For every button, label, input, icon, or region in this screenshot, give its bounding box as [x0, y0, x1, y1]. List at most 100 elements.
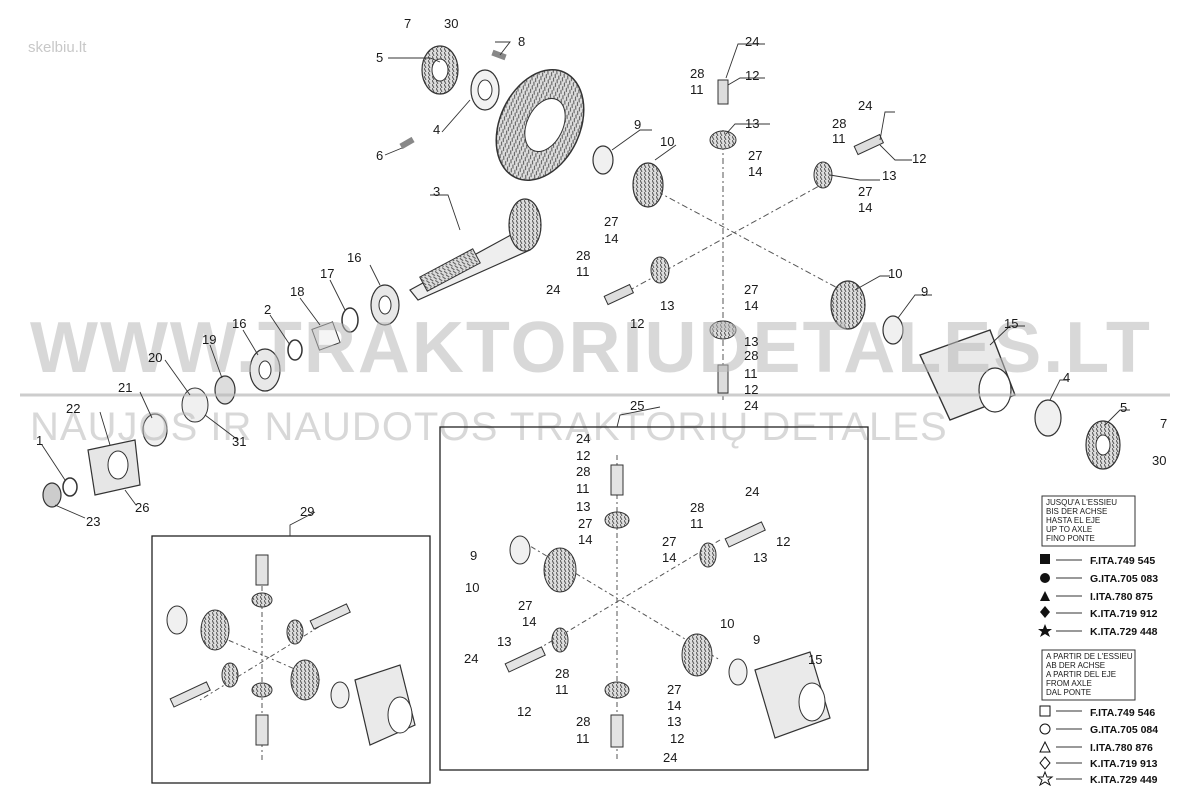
- spacer-18: [311, 321, 341, 351]
- side-gear-10-right: [830, 280, 866, 330]
- legend-from-header-0: A PARTIR DE L'ESSIEU: [1046, 652, 1133, 661]
- inset-label-27-c: 27: [518, 598, 532, 613]
- pin-right: [853, 133, 885, 156]
- washer-9-top: [592, 145, 614, 175]
- inset-label-14-d: 14: [667, 698, 681, 713]
- label-14-c: 14: [604, 231, 618, 246]
- label-30-b: 30: [1152, 453, 1166, 468]
- label-13-a: 13: [745, 116, 759, 131]
- legend-upto-row-1: G.ITA.705 083: [1040, 573, 1158, 585]
- label-5: 5: [376, 50, 383, 65]
- legend-upto-code-3: K.ITA.719 912: [1090, 608, 1158, 620]
- inset-25-labels: 24 12 28 11 13 27 14 24 28 11 12 27 14 1…: [464, 431, 822, 765]
- label-19: 19: [202, 332, 216, 347]
- label-21: 21: [118, 380, 132, 395]
- label-25: 25: [630, 398, 644, 413]
- inset-label-9-b: 9: [753, 632, 760, 647]
- legend-from-axle: A PARTIR DE L'ESSIEU AB DER ACHSE A PART…: [1036, 649, 1158, 787]
- legend-upto-code-2: I.ITA.780 875: [1090, 591, 1153, 603]
- gear-5-right: [1085, 420, 1121, 470]
- inset-label-13-a: 13: [576, 499, 590, 514]
- label-11-b: 11: [832, 131, 846, 146]
- open-circle-icon: [1039, 723, 1051, 735]
- label-28-b: 28: [832, 116, 846, 131]
- label-26: 26: [135, 500, 149, 515]
- bearing-16-upper: [370, 284, 400, 326]
- seal-21: [142, 413, 168, 447]
- legend-upto-header-3: UP TO AXLE: [1046, 525, 1092, 534]
- label-13-c: 13: [660, 298, 674, 313]
- legend-from-header-4: DAL PONTE: [1046, 688, 1091, 697]
- inset-label-11-a: 11: [576, 481, 590, 496]
- label-29: 29: [300, 504, 314, 519]
- inset-label-11-d: 11: [576, 731, 590, 746]
- ring-1: [62, 477, 78, 497]
- filled-triangle-icon: [1040, 591, 1050, 601]
- label-15-a: 15: [1004, 316, 1018, 331]
- pin-top: [717, 79, 729, 105]
- inset-label-27-d: 27: [667, 682, 681, 697]
- label-12-a: 12: [745, 68, 759, 83]
- legend-from-header-3: FROM AXLE: [1046, 679, 1092, 688]
- inset-label-28-d: 28: [576, 714, 590, 729]
- label-18: 18: [290, 284, 304, 299]
- planet-gear-left: [650, 256, 670, 284]
- label-5-b: 5: [1120, 400, 1127, 415]
- label-28-d: 28: [744, 348, 758, 363]
- legend-from-row-3: K.ITA.719 913: [1039, 756, 1158, 770]
- inset-label-11-b: 11: [690, 516, 704, 531]
- label-8: 8: [518, 34, 525, 49]
- label-16-b: 16: [232, 316, 246, 331]
- legend-from-row-4: K.ITA.729 449: [1036, 770, 1158, 787]
- watermark-url: WWW.TRAKTORIUDETALES.LT: [30, 308, 1152, 388]
- inset-label-24-b: 24: [745, 484, 759, 499]
- label-28-c: 28: [576, 248, 590, 263]
- label-14-b: 14: [858, 200, 872, 215]
- bearing-4-right: [1034, 399, 1062, 437]
- label-11-c: 11: [576, 264, 590, 279]
- legend-from-header-2: A PARTIR DEL EJE: [1046, 670, 1116, 679]
- filled-square-icon: [1040, 554, 1050, 564]
- label-24-a: 24: [745, 34, 759, 49]
- inset-label-28-a: 28: [576, 464, 590, 479]
- inset-label-13-c: 13: [497, 634, 511, 649]
- legend-upto-row-0: F.ITA.749 545: [1040, 554, 1155, 567]
- inset-label-12-c: 12: [517, 704, 531, 719]
- legend-upto-header-4: FINO PONTE: [1046, 534, 1095, 543]
- label-30: 30: [444, 16, 458, 31]
- label-4-b: 4: [1063, 370, 1070, 385]
- label-24-b: 24: [858, 98, 872, 113]
- pin-bottom: [717, 364, 729, 394]
- legend-from-code-0: F.ITA.749 546: [1090, 707, 1155, 719]
- label-12-c: 12: [630, 316, 644, 331]
- inset-box-25: [439, 426, 869, 771]
- inset-label-14-c: 14: [522, 614, 536, 629]
- planet-gear-bottom: [709, 320, 737, 340]
- pinion-shaft: [409, 198, 542, 301]
- label-27-b: 27: [858, 184, 872, 199]
- bearing-4-top: [470, 69, 500, 111]
- differential-upper-axes: [629, 130, 861, 400]
- legend-from-code-1: G.ITA.705 084: [1090, 724, 1158, 736]
- gear-5-top: [421, 45, 459, 95]
- filled-circle-icon: [1040, 573, 1050, 583]
- inset-label-12-d: 12: [670, 731, 684, 746]
- open-triangle-icon: [1039, 740, 1051, 753]
- label-28-a: 28: [690, 66, 704, 81]
- inset-label-11-c: 11: [555, 682, 569, 697]
- ring-gear: [495, 69, 585, 181]
- side-gear-10-top: [632, 162, 664, 208]
- inset-label-12-a: 12: [576, 448, 590, 463]
- inset-label-28-b: 28: [690, 500, 704, 515]
- label-12-b: 12: [912, 151, 926, 166]
- legend-upto-header-0: JUSQU'A L'ESSIEU: [1046, 498, 1117, 507]
- bolt-8: [491, 49, 507, 61]
- inset-label-14-b: 14: [662, 550, 676, 565]
- planet-gear-right: [813, 161, 833, 189]
- legend-from-row-0: F.ITA.749 546: [1039, 705, 1155, 719]
- legend-upto-header-2: HASTA EL EJE: [1046, 516, 1100, 525]
- legend-from-code-3: K.ITA.719 913: [1090, 758, 1158, 770]
- filled-star-icon: [1038, 624, 1052, 637]
- label-9-b: 9: [921, 284, 928, 299]
